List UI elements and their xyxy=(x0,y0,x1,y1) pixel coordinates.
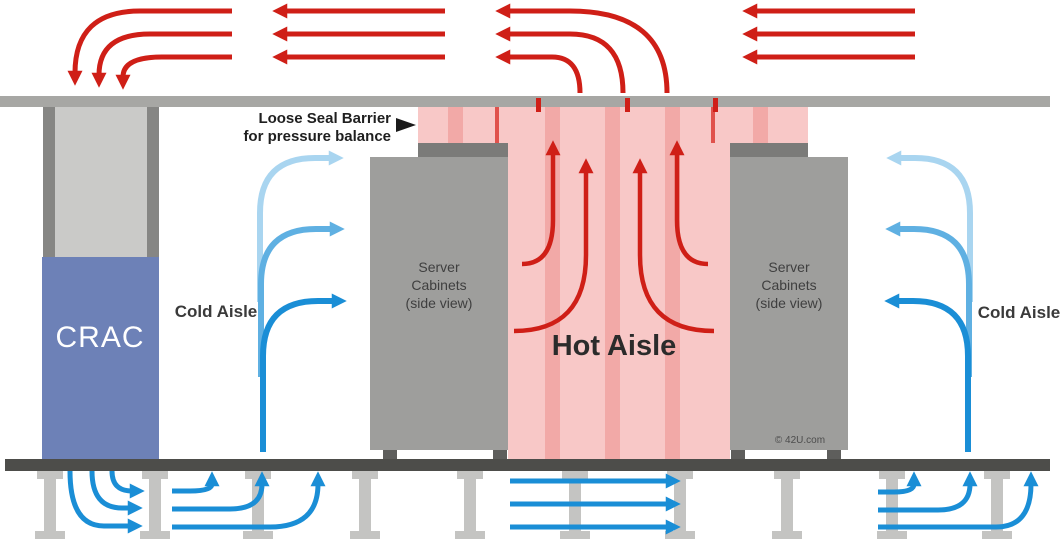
hot-return-into-crac-arrow xyxy=(67,8,232,86)
crac-unit: CRAC xyxy=(42,107,159,460)
cabinet-foot xyxy=(383,450,397,460)
cabinet-top-bar xyxy=(418,143,508,157)
curtain-seam xyxy=(711,107,715,143)
cold-floor-vent-arrow xyxy=(172,471,270,512)
cold-aisle-label-right: Cold Aisle xyxy=(978,303,1061,322)
floor-pedestal xyxy=(455,471,485,539)
cabinet-body xyxy=(730,157,848,450)
floor-pedestal xyxy=(35,471,65,539)
cold-aisle-arrows-right xyxy=(884,150,973,452)
cabinet-label: Cabinets xyxy=(761,277,816,293)
cold-floor-vent-arrow xyxy=(172,471,220,494)
curtain-stripe xyxy=(448,107,463,143)
cabinet-body xyxy=(370,157,508,450)
server-cabinet-left: Server Cabinets (side view) xyxy=(370,143,508,460)
cold-intake-arrow xyxy=(884,293,971,452)
cabinet-label: Server xyxy=(768,259,810,275)
floor-pedestal xyxy=(982,471,1012,539)
cold-aisle-arrows-left xyxy=(257,150,347,452)
floor-pedestal xyxy=(350,471,380,539)
crac-label: CRAC xyxy=(55,321,144,354)
cold-underfloor-arrow xyxy=(67,470,143,534)
barrier-note-line2: for pressure balance xyxy=(243,128,391,145)
cabinet-label: (side view) xyxy=(406,295,473,311)
cabinet-top-bar xyxy=(730,143,808,157)
cold-floor-vent-arrow xyxy=(878,471,922,495)
watermark: © 42U.com xyxy=(775,435,825,446)
floor-pedestal xyxy=(140,471,170,539)
cold-intake-arrow xyxy=(257,150,344,302)
crac-duct-rail xyxy=(43,107,55,257)
cold-intake-arrow xyxy=(886,150,973,302)
hot-plenum-arrows xyxy=(67,3,915,90)
floor-pedestal xyxy=(772,471,802,539)
hot-return-into-crac-arrow xyxy=(115,54,232,90)
barrier-note-line1: Loose Seal Barrier xyxy=(258,110,391,127)
cold-underfloor-arrow xyxy=(109,470,145,499)
cabinet-foot xyxy=(731,450,745,460)
cold-intake-arrow xyxy=(885,221,972,377)
hot-exhaust-arrow xyxy=(521,140,561,267)
hot-aisle-stripe xyxy=(605,107,620,460)
underfloor-arrows xyxy=(67,470,1039,535)
cabinet-label: Cabinets xyxy=(411,277,466,293)
server-cabinet-right: Server Cabinets (side view) © 42U.com xyxy=(730,143,848,460)
curtain-seam xyxy=(495,107,499,143)
cold-intake-arrow xyxy=(260,293,347,452)
ceiling-pass-through-marks xyxy=(536,98,718,112)
cold-intake-arrow xyxy=(258,221,345,377)
hot-aisle-label: Hot Aisle xyxy=(552,330,677,362)
cabinet-label: (side view) xyxy=(756,295,823,311)
cold-floor-vent-arrow xyxy=(878,471,1039,530)
barrier-pointer-icon xyxy=(396,118,416,132)
crac-body xyxy=(42,257,159,460)
hot-aisle-stripe xyxy=(545,107,560,460)
cabinet-label: Server xyxy=(418,259,460,275)
cabinet-foot xyxy=(827,450,841,460)
hot-return-arrow xyxy=(495,3,670,94)
cabinet-foot xyxy=(493,450,507,460)
cold-floor-vent-arrow xyxy=(878,471,978,513)
hot-aisle-column xyxy=(495,107,730,460)
cold-aisle-label-left: Cold Aisle xyxy=(175,302,258,321)
hot-return-into-crac-arrow xyxy=(91,31,232,88)
hot-air-pass-mark xyxy=(625,98,630,112)
hot-return-riser-arrows xyxy=(495,3,670,94)
hot-return-arrow xyxy=(495,49,583,94)
curtain-stripe xyxy=(753,107,768,143)
hot-exhaust-arrow xyxy=(513,158,594,334)
hot-exhaust-arrow xyxy=(632,158,715,334)
floor-pedestal xyxy=(665,471,695,539)
floor-pedestal xyxy=(877,471,907,539)
cold-floor-vent-arrow xyxy=(172,471,326,530)
drop-ceiling xyxy=(0,96,1050,107)
cold-underfloor-arrow xyxy=(89,470,143,516)
crac-return-duct xyxy=(55,107,147,257)
hot-air-pass-mark xyxy=(536,98,541,112)
hot-exhaust-arrow xyxy=(669,140,709,267)
crac-duct-rail xyxy=(147,107,159,257)
hot-air-pass-mark xyxy=(713,98,718,112)
raised-floor xyxy=(5,459,1050,471)
hot-return-arrow xyxy=(495,26,626,94)
barrier-annotation: Loose Seal Barrier for pressure balance xyxy=(243,110,416,145)
hot-aisle-arrows xyxy=(513,140,715,334)
